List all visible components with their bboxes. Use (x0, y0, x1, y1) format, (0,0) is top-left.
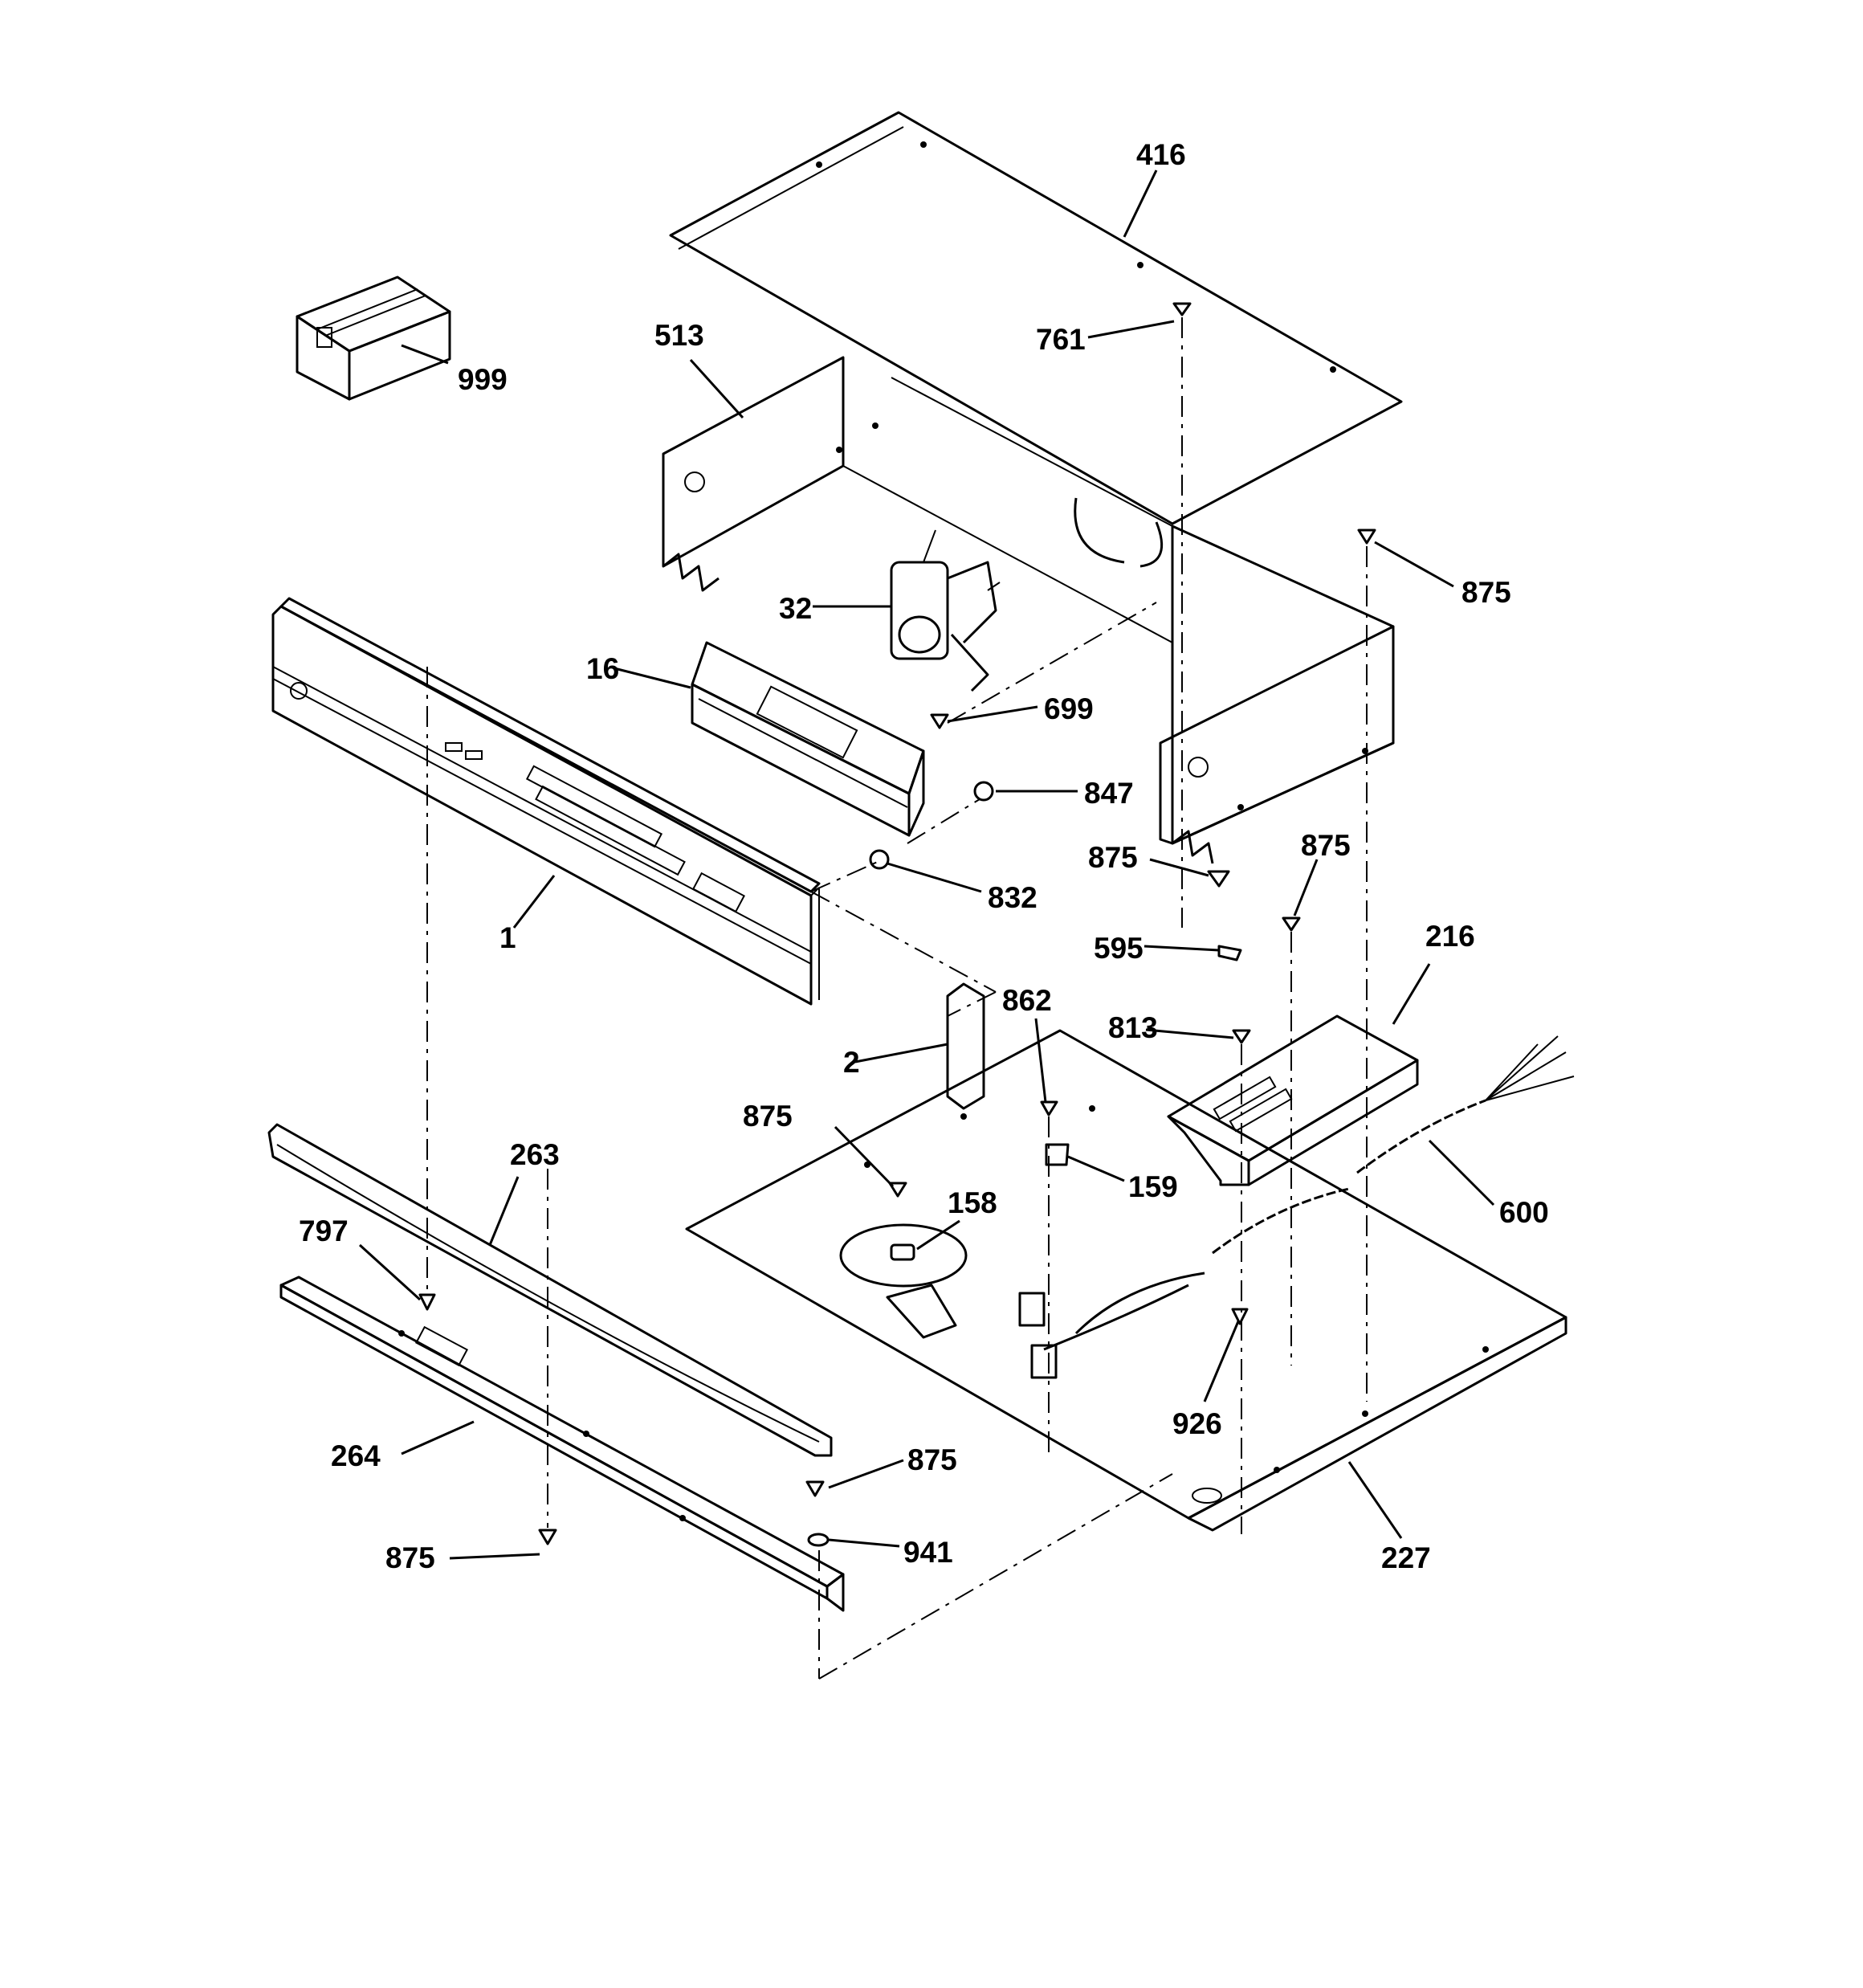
part-227-bottom-panel (685, 1029, 1567, 1532)
alignment-lines (426, 317, 1368, 1680)
callout-16: 16 (586, 652, 619, 685)
callout-labels: 416 513 761 999 875 32 16 699 847 875 87… (299, 138, 1549, 1574)
callout-875-f: 875 (385, 1541, 435, 1574)
part-16-control-board (691, 641, 925, 837)
callout-227: 227 (1381, 1541, 1431, 1574)
callout-999: 999 (458, 363, 508, 396)
part-513-case (662, 356, 1395, 864)
callout-862: 862 (1002, 984, 1052, 1017)
callout-941: 941 (903, 1536, 953, 1569)
leader-lines (358, 169, 1495, 1560)
callout-875-d: 875 (743, 1100, 793, 1133)
part-32-fan-motor (890, 529, 1001, 692)
callout-595: 595 (1094, 932, 1143, 965)
part-264-trim-support (279, 1276, 845, 1612)
fasteners (418, 302, 1376, 1547)
callout-159: 159 (1128, 1170, 1178, 1203)
callout-813: 813 (1108, 1011, 1158, 1044)
callout-416: 416 (1136, 138, 1186, 171)
part-416-top-cover (669, 111, 1403, 525)
part-158-bracket (839, 1223, 968, 1339)
callout-32: 32 (779, 592, 812, 625)
callout-926: 926 (1172, 1407, 1222, 1440)
part-1-control-panel (271, 597, 821, 1006)
callout-263: 263 (510, 1138, 560, 1171)
part-2-end-cap (946, 982, 985, 1110)
callout-2: 2 (843, 1046, 860, 1079)
part-216-terminal-cover (1167, 1014, 1419, 1186)
callout-513: 513 (654, 319, 704, 352)
callout-847: 847 (1084, 777, 1134, 810)
callout-699: 699 (1044, 692, 1094, 725)
callout-1: 1 (499, 921, 516, 954)
callout-875-e: 875 (907, 1443, 957, 1476)
part-263-trim (267, 1123, 833, 1457)
part-600-conduit (1018, 1035, 1575, 1379)
callout-158: 158 (948, 1186, 997, 1219)
callout-797: 797 (299, 1214, 349, 1247)
callout-875-c: 875 (1301, 829, 1351, 862)
callout-875-b: 875 (1088, 841, 1138, 874)
callout-264: 264 (331, 1439, 381, 1472)
part-999-box (296, 276, 451, 401)
callout-875-a: 875 (1461, 576, 1511, 609)
callout-761: 761 (1036, 323, 1086, 356)
callout-832: 832 (988, 881, 1037, 914)
callout-600: 600 (1499, 1196, 1549, 1229)
callout-216: 216 (1425, 920, 1475, 953)
